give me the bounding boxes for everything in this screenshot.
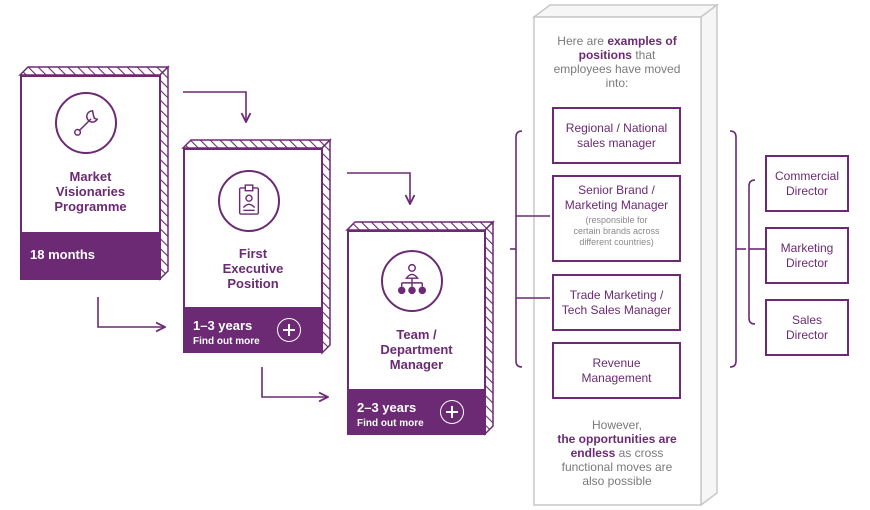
position-trade-marketing-manager: Trade Marketing / Tech Sales Manager — [552, 274, 681, 331]
position-title-line: Marketing Manager — [564, 198, 669, 212]
role-sales-director: Sales Director — [765, 299, 849, 356]
role-marketing-director: Marketing Director — [765, 227, 849, 284]
role-title-line: Commercial — [774, 168, 839, 183]
step-title-line: Manager — [389, 357, 444, 372]
step-card-programme: Market Visionaries Programme 18 months — [20, 75, 161, 280]
intro-text: Here are — [557, 34, 608, 48]
position-note: (responsible for certain brands across d… — [554, 215, 679, 248]
position-title-line: Trade Marketing / — [569, 288, 664, 302]
pillar-intro-text: Here are examples of positions that empl… — [552, 34, 682, 90]
expand-plus-icon[interactable] — [277, 318, 301, 342]
positions-right-brace — [729, 130, 746, 368]
intro-emphasis: examples of positions — [578, 34, 677, 62]
position-regional-sales-manager: Regional / National sales manager — [552, 107, 681, 164]
position-title-line: Senior Brand / — [578, 183, 655, 197]
step-2-depth — [181, 138, 332, 355]
role-title-line: Director — [785, 183, 828, 198]
step-title-line: Position — [227, 276, 279, 291]
position-title-line: Tech Sales Manager — [561, 303, 672, 317]
find-out-more-link[interactable]: Find out more — [193, 336, 260, 347]
arrow-1-to-2-top — [183, 91, 246, 122]
step-card-team-manager: Team / Department Manager 2–3 years Find… — [347, 230, 486, 435]
position-senior-brand-manager: Senior Brand / Marketing Manager (respon… — [552, 175, 681, 262]
position-revenue-management: Revenue Management — [552, 342, 681, 399]
position-title-line: sales manager — [577, 136, 656, 150]
role-title-line: Sales — [791, 312, 822, 327]
intro-text: that employees have moved into: — [553, 48, 681, 90]
roles-brace — [748, 179, 765, 325]
step-title-line: Team / — [396, 327, 437, 342]
position-note-line: certain brands across — [573, 226, 660, 236]
wrench-icon — [55, 92, 117, 154]
duration-band: 2–3 years Find out more — [347, 389, 486, 435]
pillar-outro-text: However, the opportunities are endless a… — [552, 418, 682, 488]
role-commercial-director: Commercial Director — [765, 155, 849, 212]
outro-emphasis: the opportunities are endless — [557, 432, 677, 460]
duration-label: 18 months — [30, 247, 96, 262]
duration-label: 2–3 years — [357, 400, 417, 415]
role-title-line: Marketing — [780, 240, 834, 255]
step-title-line: Executive — [222, 261, 284, 276]
arrow-2-to-3-top — [347, 172, 410, 204]
position-title-line: Management — [581, 371, 652, 385]
step-title-line: First — [238, 246, 268, 261]
step-title-line: Department — [380, 342, 453, 357]
position-note-line: (responsible for — [585, 215, 648, 225]
positions-left-brace — [510, 130, 550, 368]
arrow-2-to-3-bottom — [261, 367, 328, 397]
step-card-first-executive: First Executive Position 1–3 years Find … — [183, 148, 323, 353]
duration-band: 1–3 years Find out more — [183, 307, 323, 353]
position-title-line: Revenue — [592, 356, 641, 370]
duration-band: 18 months — [20, 232, 161, 280]
position-note-line: different countries) — [579, 237, 654, 247]
arrow-1-to-2-bottom — [97, 297, 165, 327]
role-title-line: Director — [785, 327, 828, 342]
expand-plus-icon[interactable] — [440, 400, 464, 424]
find-out-more-link[interactable]: Find out more — [357, 418, 424, 429]
duration-label: 1–3 years — [193, 318, 253, 333]
step-title-line: Visionaries — [55, 184, 126, 199]
outro-text: as cross functional moves are also possi… — [561, 446, 673, 488]
outro-text: However, — [591, 418, 643, 432]
step-3-depth — [345, 220, 495, 436]
role-title-line: Director — [785, 255, 828, 270]
step-title-line: Market — [69, 169, 112, 184]
org-chart-icon — [381, 250, 443, 312]
position-title-line: Regional / National — [565, 121, 668, 135]
step-title-line: Programme — [54, 199, 127, 214]
id-badge-icon — [218, 170, 280, 232]
